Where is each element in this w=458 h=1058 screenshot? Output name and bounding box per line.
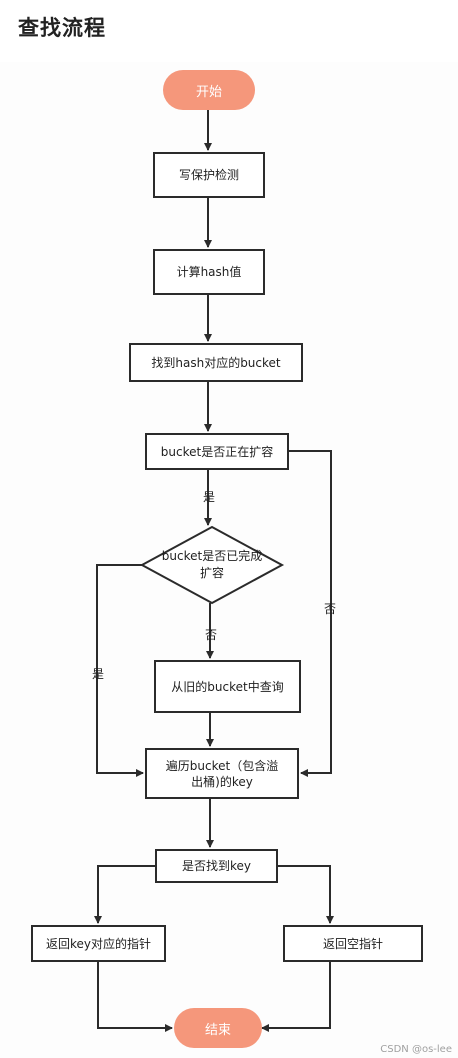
traverse-bucket-node: 遍历bucket（包含溢 出桶)的key <box>145 748 299 799</box>
return-null-node: 返回空指针 <box>283 925 423 962</box>
expand-done-line2: 扩容 <box>199 566 224 580</box>
flowchart-connectors <box>94 110 334 1032</box>
expand-done-line1: bucket是否已完成 <box>161 549 263 563</box>
query-old-bucket-node: 从旧的bucket中查询 <box>154 660 301 713</box>
find-bucket-node: 找到hash对应的bucket <box>129 343 303 382</box>
edge-found-yes <box>94 865 155 924</box>
decision-diamond-expand-done <box>139 525 285 605</box>
start-node: 开始 <box>163 70 255 110</box>
traverse-line2: 出桶)的key <box>191 774 253 789</box>
flowchart-canvas <box>0 62 458 1058</box>
edge-expanding-no <box>289 450 332 777</box>
label-done-yes: 是 <box>92 667 105 681</box>
edge-null-to-end <box>261 962 331 1032</box>
page-title: 查找流程 <box>18 16 106 40</box>
write-protect-check-node: 写保护检测 <box>153 152 265 198</box>
end-node: 结束 <box>174 1008 262 1048</box>
traverse-line1: 遍历bucket（包含溢 <box>165 758 279 773</box>
label-expanding-yes: 是 <box>203 490 216 504</box>
return-pointer-node: 返回key对应的指针 <box>31 925 166 962</box>
calc-hash-node: 计算hash值 <box>153 249 265 295</box>
is-expanding-node: bucket是否正在扩容 <box>145 433 289 470</box>
expand-done-text: bucket是否已完成 扩容 <box>150 548 274 582</box>
edge-found-no <box>278 865 334 924</box>
label-done-no: 否 <box>205 628 218 642</box>
label-expanding-no: 否 <box>324 602 337 616</box>
edge-done-yes <box>96 564 145 777</box>
found-key-node: 是否找到key <box>155 849 278 883</box>
edge-ptr-to-end <box>97 962 173 1032</box>
watermark: CSDN @os-lee <box>380 1044 452 1055</box>
